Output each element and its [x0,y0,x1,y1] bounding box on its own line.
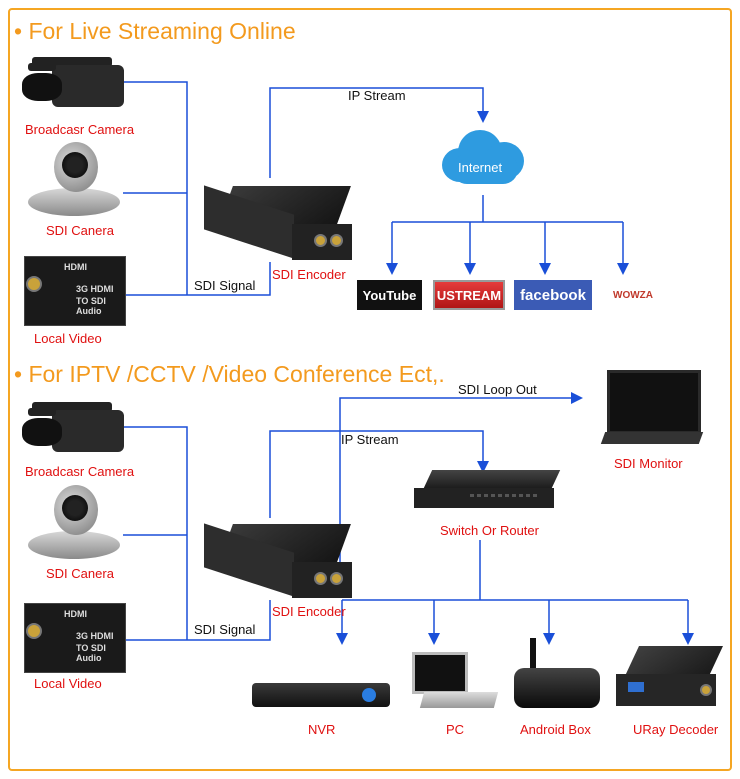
wire-top-camera [123,81,188,295]
source-label-broadcast-camera: Broadcasr Camera [25,464,135,479]
ustream-logo: USTREAM [433,280,505,310]
broadcast-camera-icon [22,400,127,460]
android-box-icon [512,638,604,712]
wire-top-stream [269,87,489,178]
signal-label-top: SDI Signal [194,278,256,293]
endpoint-label-pc: PC [446,722,465,737]
switch-label: Switch Or Router [440,523,539,538]
section-heading-live: • For Live Streaming Online [14,18,296,44]
broadcast-camera-icon [22,55,127,115]
source-label-broadcast-camera: Broadcasr Camera [25,122,135,137]
internet-cloud-icon: Internet [440,130,530,190]
section-heading-iptv: • For IPTV /CCTV /Video Conference Ect,. [14,361,445,387]
sdi-encoder-icon [204,523,354,604]
source-label-sdi-camera: SDI Canera [46,566,114,581]
ptz-camera-icon [28,483,120,561]
youtube-logo: YouTube [357,280,422,310]
monitor-label: SDI Monitor [614,456,683,471]
stream-label-top: IP Stream [348,88,406,103]
uray-decoder-icon [612,646,723,710]
source-label-local-video: Local Video [34,331,102,346]
wire-bottom-local [126,600,271,641]
orange-frame [8,8,732,771]
wire-bottom-stream [269,430,489,518]
sdi-encoder-icon [204,185,354,266]
endpoint-label-android-box: Android Box [520,722,591,737]
encoder-label-bottom: SDI Encoder [272,604,346,619]
facebook-logo: facebook [514,280,592,310]
loop-label: SDI Loop Out [458,382,537,397]
source-label-sdi-camera: SDI Canera [46,223,114,238]
encoder-label-top: SDI Encoder [272,267,346,282]
hdmi-converter-icon: HDMI 3G HDMI TO SDI Audio [24,603,126,673]
wire-bottom-camera [123,426,188,640]
endpoint-label-nvr: NVR [308,722,336,737]
wire-top-local [126,262,271,296]
endpoint-label-decoder: URay Decoder [633,722,719,737]
ptz-camera-icon [28,140,120,218]
signal-label-bottom: SDI Signal [194,622,256,637]
wowza-logo: WOWZA [613,289,653,301]
nvr-icon [252,683,392,709]
network-switch-icon [410,470,562,520]
laptop-icon [408,652,500,710]
source-label-local-video: Local Video [34,676,102,691]
hdmi-converter-icon: HDMI 3G HDMI TO SDI Audio [24,256,126,326]
wire-loop-out [339,392,583,570]
stream-label-bottom: IP Stream [341,432,399,447]
sdi-monitor-icon [600,370,704,446]
